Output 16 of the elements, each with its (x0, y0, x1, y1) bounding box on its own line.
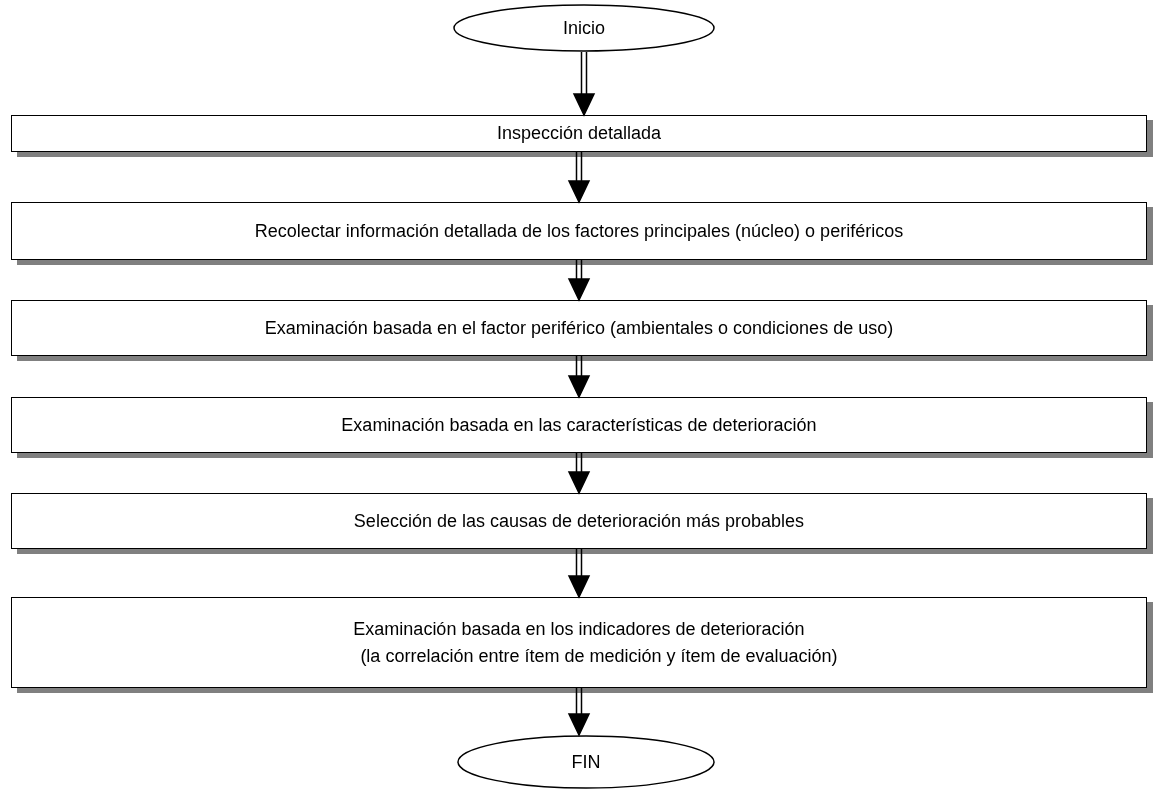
double-arrow (568, 687, 591, 736)
step-text: Examinación basada en las características de deterioración (341, 413, 817, 437)
step-text: Recolectar información detallada de los factores principales (núcleo) o periféricos (254, 219, 904, 243)
double-arrow (568, 452, 591, 494)
step-text: Examinación basada en los indicadores de deterioración (353, 618, 805, 642)
double-arrow (573, 51, 596, 116)
double-arrow (568, 151, 591, 203)
step-text: FIN (571, 750, 601, 774)
step-text: Selección de las causas de deterioración más probables (353, 509, 805, 533)
double-arrow (568, 548, 591, 598)
double-arrow (568, 355, 591, 398)
step-text: Examinación basada en el factor periférico (ambientales o condiciones de uso) (264, 316, 894, 340)
step-text: Inicio (563, 16, 605, 40)
step-note: (la correlación entre ítem de medición y ítem de evaluación) (360, 644, 838, 668)
double-arrow (568, 259, 591, 301)
step-text: Inspección detallada (496, 122, 662, 146)
